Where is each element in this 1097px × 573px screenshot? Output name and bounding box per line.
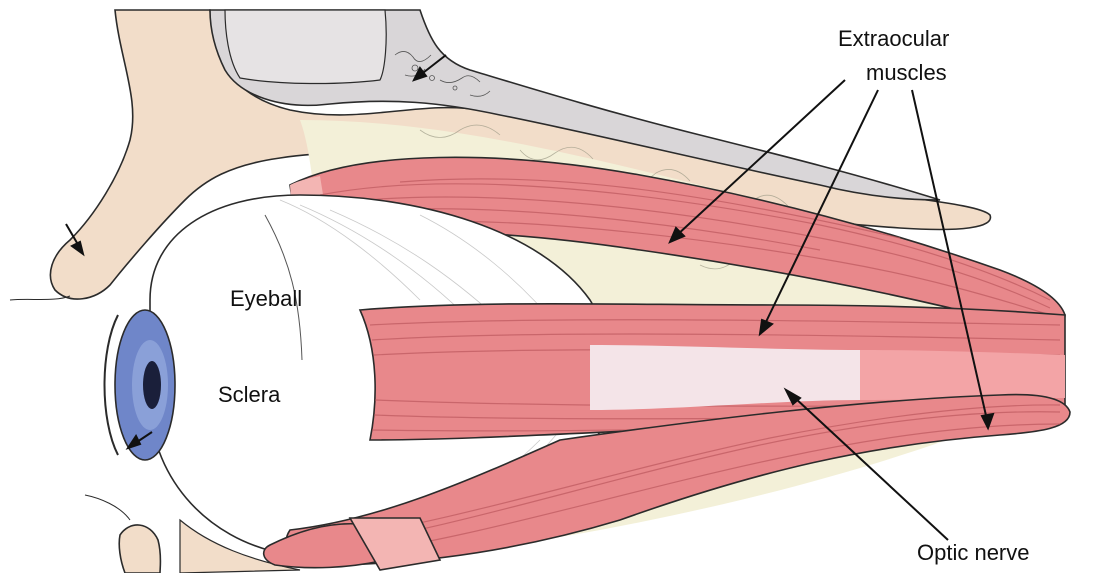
label-extraocular: Extraocular (838, 26, 949, 51)
label-eyeball: Eyeball (230, 286, 302, 311)
label-muscles: muscles (866, 60, 947, 85)
label-sclera: Sclera (218, 382, 281, 407)
label-optic-nerve: Optic nerve (917, 540, 1030, 565)
iris (105, 310, 176, 460)
pupil (143, 361, 161, 409)
